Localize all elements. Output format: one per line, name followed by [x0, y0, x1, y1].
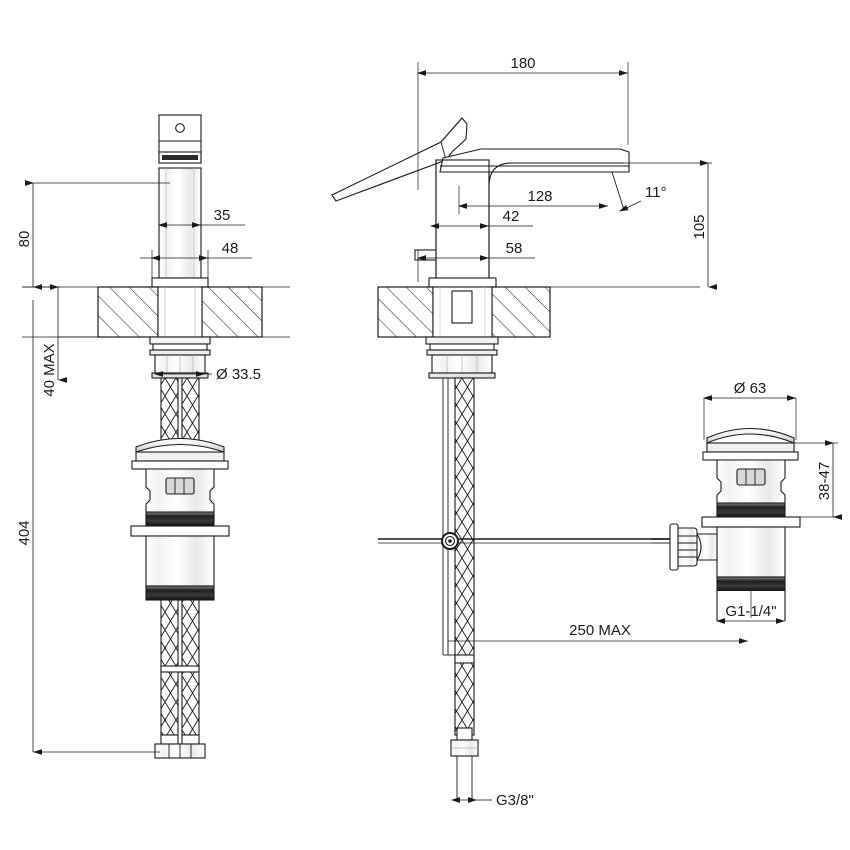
dim-shank-diameter: Ø 33.5: [154, 366, 261, 383]
dim-label-105: 105: [691, 214, 708, 239]
side-spout: [439, 148, 630, 173]
dim-height-above-counter: 80: [16, 180, 170, 290]
side-fixing-nut: [425, 336, 499, 379]
dim-label-11deg: 11°: [645, 184, 667, 201]
side-lever-handle: [331, 117, 468, 202]
waste-body-lower: [716, 526, 786, 621]
dim-spout-angle: 11°: [611, 171, 667, 212]
dim-label-128: 128: [527, 188, 552, 205]
dim-label-g114: G1-1/4": [725, 603, 776, 620]
dim-waste-cap-diameter: Ø 63: [703, 380, 797, 440]
dim-label-d63: Ø 63: [734, 380, 767, 397]
front-popup-waste: [130, 437, 230, 601]
side-countertop: [377, 286, 700, 338]
dim-counter-thickness: 40 MAX: [41, 284, 98, 397]
front-shank: [157, 286, 203, 338]
dim-label-g38: G3/8": [496, 792, 534, 809]
dim-total-length: 404: [16, 300, 160, 755]
dim-spout-reach: 128: [458, 186, 608, 214]
detail-view-dimensions: Ø 63 38-47 G1-1/4": [703, 380, 842, 624]
dim-label-48: 48: [222, 240, 239, 257]
dim-body-depth: 58: [417, 240, 535, 282]
side-view-dimensions: 180 128 42 58 11°: [417, 55, 748, 809]
dim-label-35: 35: [214, 207, 231, 224]
dim-label-80: 80: [16, 231, 33, 248]
dim-label-40max: 40 MAX: [41, 343, 58, 396]
dim-label-42: 42: [503, 208, 520, 225]
dim-body-width: 48: [140, 240, 252, 282]
dim-handle-width: 35: [158, 207, 245, 228]
detail-view: [651, 427, 801, 621]
dim-label-404: 404: [16, 520, 33, 545]
front-view-dimensions: 80 40 MAX 404 35 48: [16, 180, 261, 755]
dim-label-250max: 250 MAX: [569, 622, 631, 639]
front-supply-connector: [154, 734, 206, 759]
front-countertop: [22, 286, 290, 338]
front-hoses-lower: [160, 599, 200, 736]
front-body: [151, 167, 209, 288]
dim-waste-adjust-range: 38-47: [794, 440, 842, 520]
dim-body-offset: 42: [430, 208, 533, 229]
dim-label-180: 180: [510, 55, 535, 72]
waste-rod-gland: [651, 523, 718, 571]
side-supply-connector: [450, 727, 479, 800]
dim-spout-height: 105: [624, 160, 717, 290]
dim-label-d33: Ø 33.5: [216, 366, 261, 383]
dim-rod-length-max: 250 MAX: [447, 600, 748, 648]
dim-spout-reach-total: 180: [417, 55, 629, 190]
front-hoses-upper: [160, 377, 200, 441]
front-handle: [158, 114, 202, 169]
side-shank: [432, 286, 493, 338]
dim-label-38-47: 38-47: [816, 462, 833, 500]
dim-supply-thread: G3/8": [451, 792, 534, 809]
side-view: [331, 117, 712, 800]
dim-label-58: 58: [506, 240, 523, 257]
dim-waste-thread: G1-1/4": [716, 591, 785, 624]
front-fixing-nut: [149, 336, 211, 379]
